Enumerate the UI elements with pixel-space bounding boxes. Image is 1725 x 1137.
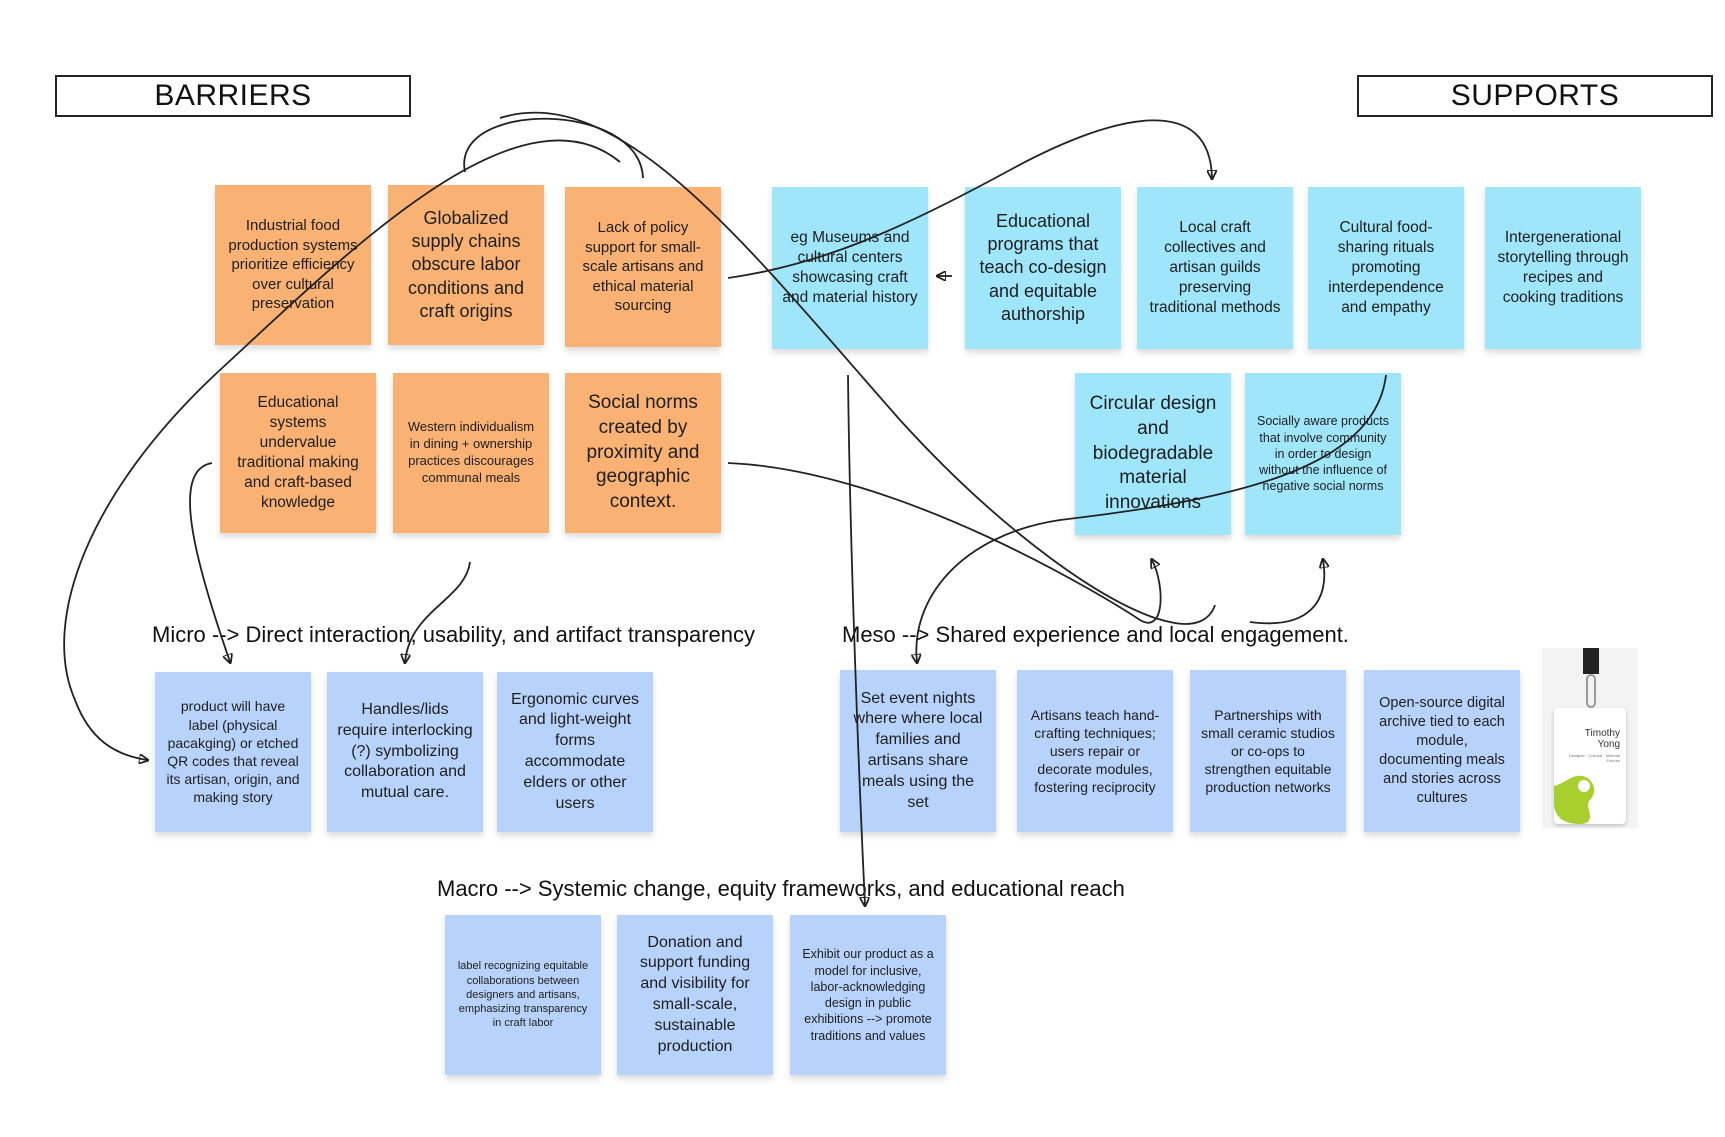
meso-note-digital-archive[interactable]: Open-source digital archive tied to each… [1364, 670, 1520, 832]
note-text: Local craft collectives and artisan guil… [1149, 218, 1281, 317]
note-text: Educational programs that teach co-desig… [979, 210, 1107, 325]
note-text: Partnerships with small ceramic studios … [1201, 706, 1335, 796]
support-note-educational-programs[interactable]: Educational programs that teach co-desig… [965, 187, 1121, 349]
lanyard-clip [1586, 674, 1596, 708]
note-text: product will have label (physical pacakg… [166, 698, 300, 806]
barrier-note-lack-of-policy[interactable]: Lack of policy support for small-scale a… [565, 187, 721, 347]
note-text: Industrial food production systems prior… [228, 217, 358, 313]
macro-note-exhibit-product[interactable]: Exhibit our product as a model for inclu… [790, 915, 946, 1075]
meso-note-event-nights[interactable]: Set event nights where where local famil… [840, 670, 996, 832]
note-text: Circular design and biodegradable materi… [1089, 393, 1217, 514]
macro-level-label: Macro --> Systemic change, equity framew… [437, 876, 1125, 901]
micro-note-ergonomic-curves[interactable]: Ergonomic curves and light-weight forms … [497, 672, 653, 832]
badge-subtitle: Designer · Cultural · Material Futures [1568, 753, 1620, 763]
badge-name: Timothy Yong [1584, 728, 1620, 750]
connector-globalized-to-policy [463, 117, 644, 179]
note-text: Intergenerational storytelling through r… [1497, 228, 1629, 307]
support-note-circular-design[interactable]: Circular design and biodegradable materi… [1075, 373, 1231, 535]
note-text: Educational systems undervalue tradition… [237, 393, 359, 512]
support-note-craft-collectives[interactable]: Local craft collectives and artisan guil… [1137, 187, 1293, 349]
badge-logo-shape [1554, 775, 1595, 824]
support-note-intergenerational-storytelling[interactable]: Intergenerational storytelling through r… [1485, 187, 1641, 349]
note-text: Open-source digital archive tied to each… [1379, 695, 1505, 806]
note-text: Western individualism in dining + owners… [407, 419, 535, 485]
note-text: Set event nights where where local famil… [853, 689, 983, 811]
note-text: eg Museums and cultural centers showcasi… [782, 228, 918, 307]
support-note-food-sharing-rituals[interactable]: Cultural food-sharing rituals promoting … [1308, 187, 1464, 349]
barrier-note-educational-systems[interactable]: Educational systems undervalue tradition… [220, 373, 376, 533]
micro-note-interlocking-lids[interactable]: Handles/lids require interlocking (?) sy… [327, 672, 483, 832]
macro-note-donation-support[interactable]: Donation and support funding and visibil… [617, 915, 773, 1075]
barrier-note-industrial-food[interactable]: Industrial food production systems prior… [215, 185, 371, 345]
note-text: Exhibit our product as a model for inclu… [802, 947, 934, 1043]
note-text: Socially aware products that involve com… [1256, 414, 1389, 494]
note-text: Handles/lids require interlocking (?) sy… [337, 701, 473, 802]
support-note-museums[interactable]: eg Museums and cultural centers showcasi… [772, 187, 928, 349]
micro-level-label: Micro --> Direct interaction, usability,… [152, 622, 755, 647]
meso-note-artisans-teach[interactable]: Artisans teach hand-crafting techniques;… [1017, 670, 1173, 832]
macro-note-equity-label[interactable]: label recognizing equitable collaboratio… [445, 915, 601, 1075]
meso-level-label: Meso --> Shared experience and local eng… [842, 622, 1349, 647]
note-text: Ergonomic curves and light-weight forms … [510, 690, 640, 812]
note-text: Globalized supply chains obscure labor c… [407, 207, 525, 322]
note-text: Donation and support funding and visibil… [639, 933, 751, 1055]
barrier-note-western-individualism[interactable]: Western individualism in dining + owners… [393, 373, 549, 533]
note-text: Lack of policy support for small-scale a… [582, 219, 704, 315]
barrier-note-social-norms[interactable]: Social norms created by proximity and ge… [565, 373, 721, 533]
supports-header: SUPPORTS [1357, 75, 1713, 117]
note-text: Social norms created by proximity and ge… [586, 392, 700, 513]
support-note-socially-aware-products[interactable]: Socially aware products that involve com… [1245, 373, 1401, 535]
meso-note-ceramic-partnerships[interactable]: Partnerships with small ceramic studios … [1190, 670, 1346, 832]
micro-note-qr-label[interactable]: product will have label (physical pacakg… [155, 672, 311, 832]
badge-card: Timothy Yong Designer · Cultural · Mater… [1554, 708, 1626, 824]
designer-badge-image[interactable]: Timothy Yong Designer · Cultural · Mater… [1542, 648, 1638, 828]
barrier-note-globalized-supply[interactable]: Globalized supply chains obscure labor c… [388, 185, 544, 345]
lanyard-strap [1583, 648, 1599, 674]
connector-meso-to-socially-aware [1249, 560, 1324, 625]
note-text: Cultural food-sharing rituals promoting … [1328, 218, 1444, 317]
note-text: Artisans teach hand-crafting techniques;… [1030, 706, 1160, 796]
barriers-header: BARRIERS [55, 75, 411, 117]
note-text: label recognizing equitable collaboratio… [457, 960, 589, 1030]
